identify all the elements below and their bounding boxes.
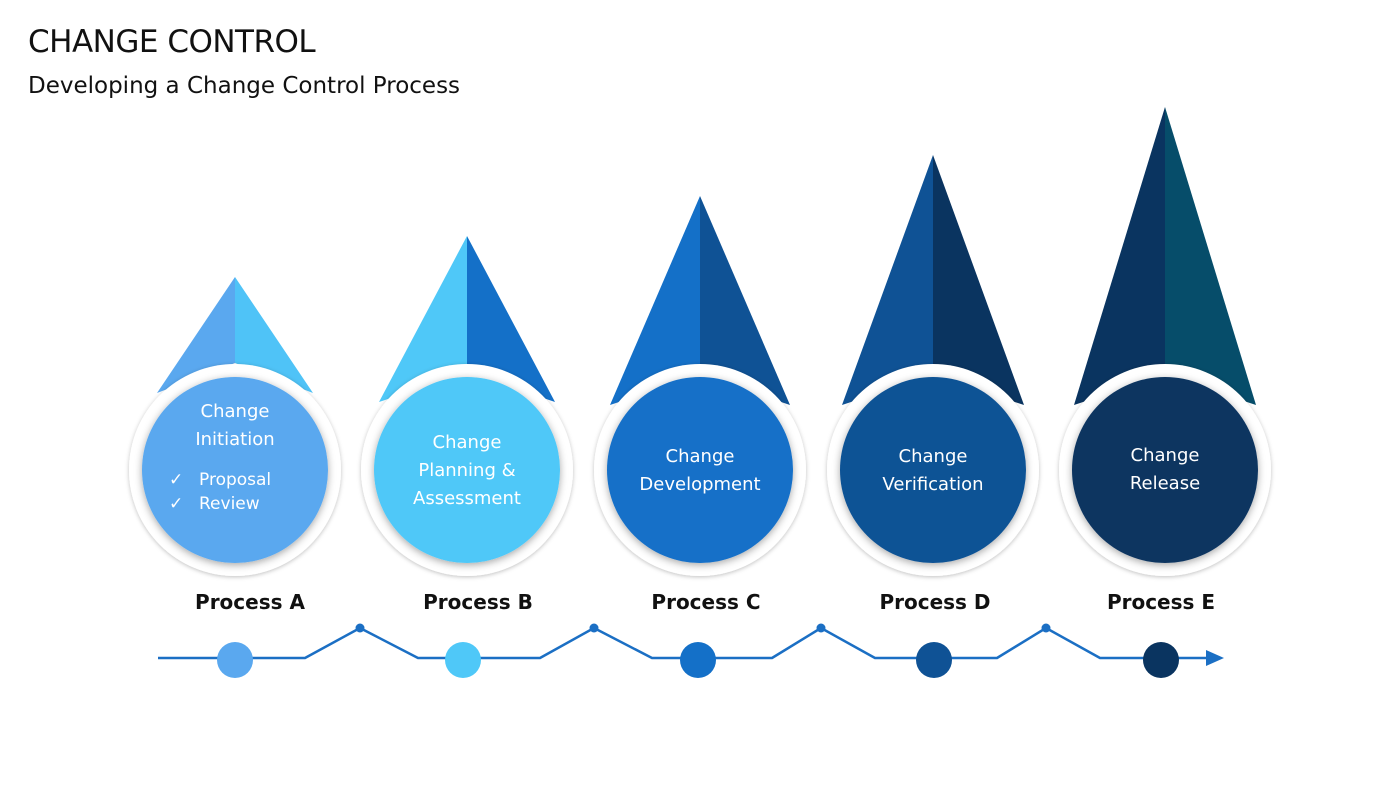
cone-b-left-face [379,236,467,402]
cone-c-right-face [700,196,790,405]
process-c-label: Process C [651,590,761,614]
stage-b-title-line: Change [432,432,502,453]
stage-c-title-line: Change [665,446,735,467]
checklist-item-label: Review [199,494,260,514]
cone-d-left-face [842,155,933,405]
checklist-item: ✓ Proposal [169,468,271,492]
process-a-label: Process A [195,590,305,614]
stage-a-checklist: ✓ Proposal ✓ Review [169,468,271,516]
circle-e [1072,377,1258,563]
timeline-peak-dot [589,623,599,633]
timeline-peak-dot [355,623,365,633]
timeline-peak-dot [1041,623,1051,633]
page-title: CHANGE CONTROL [28,24,316,60]
circle-b [374,377,560,563]
process-b-label: Process B [423,590,533,614]
stage-b-title-line: Assessment [413,488,521,509]
stage-d-title-line: Change [898,446,968,467]
process-e-label: Process E [1106,590,1216,614]
timeline-node-c [680,642,716,678]
timeline-node-a [217,642,253,678]
stage-e-title-line: Release [1129,473,1201,494]
circle-c [607,377,793,563]
page-subtitle: Developing a Change Control Process [28,73,461,99]
stage-e-title-line: Change [1130,445,1200,466]
cone-d [842,155,1024,405]
cone-e-right-face [1165,107,1256,405]
circle-a [142,377,328,563]
timeline-node-b [445,642,481,678]
stage-d-title-line: Verification [882,474,984,495]
checkmark-icon: ✓ [169,470,184,490]
stage-c-title-line: Development [639,474,761,495]
process-d-label: Process D [879,590,991,614]
checkmark-icon: ✓ [169,494,184,514]
cone-a [157,277,313,393]
cone-a-right-face [235,277,313,393]
stage-b-title-line: Planning & [418,460,516,481]
stage-a-title-line: Change [200,401,270,422]
cone-b-right-face [467,236,555,402]
stage-a-title-line: Initiation [195,429,275,450]
checklist-item: ✓ Review [169,492,271,516]
cone-c [610,196,790,405]
cone-c-left-face [610,196,700,405]
cone-a-left-face [157,277,235,393]
timeline-node-e [1143,642,1179,678]
timeline-node-d [916,642,952,678]
cone-e-left-face [1074,107,1165,405]
timeline-peak-dot [816,623,826,633]
circle-d [840,377,1026,563]
cone-e [1074,107,1256,405]
checklist-item-label: Proposal [199,470,272,490]
cone-d-right-face [933,155,1024,405]
cone-b [379,236,555,402]
timeline-arrow-head [1206,650,1224,666]
